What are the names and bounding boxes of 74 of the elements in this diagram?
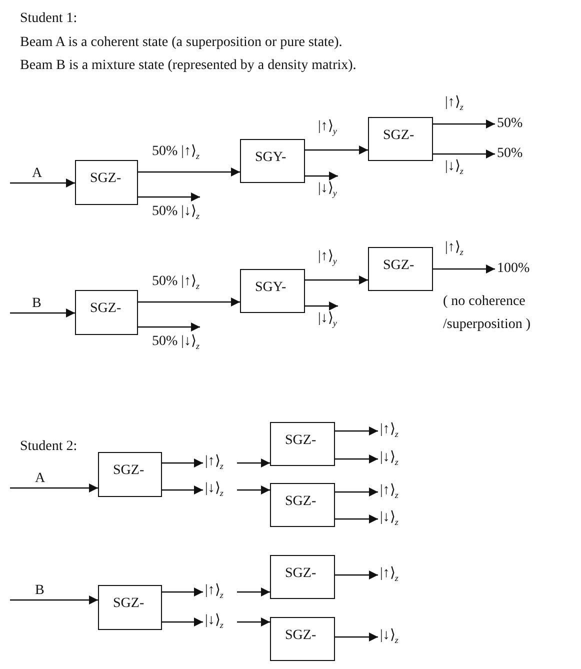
- state-label: |↑⟩$_{z}$: [380, 420, 398, 444]
- arrow: [433, 264, 495, 274]
- note: ( no coherence /superposition ): [443, 293, 532, 334]
- arrow: [335, 514, 378, 524]
- edge-label: 50% |↓⟩$_{z}$: [152, 333, 200, 353]
- state-label: 50%: [497, 144, 523, 164]
- arrow: [305, 172, 338, 180]
- state-label: |↓⟩$_{z}$: [205, 611, 224, 635]
- process-box: SGZ-: [270, 422, 335, 466]
- edge-label: |↑⟩$_{z}$: [445, 94, 464, 114]
- process-box: SGZ-: [98, 452, 162, 497]
- process-box: SGZ-: [270, 483, 335, 527]
- arrow: [335, 570, 378, 580]
- arrow: [433, 120, 495, 128]
- state-label: |↓⟩$_{z}$: [205, 479, 224, 503]
- arrow: [305, 146, 368, 154]
- process-box: SGZ-: [98, 585, 162, 630]
- edge-label: 50% |↑⟩$_{z}$: [152, 143, 200, 163]
- edge-label: B: [32, 295, 42, 313]
- arrow: [237, 458, 270, 468]
- edge-label: |↑⟩$_{y}$: [318, 118, 337, 138]
- state-label: 100%: [497, 259, 530, 279]
- arrow: [237, 618, 270, 626]
- arrow: [305, 276, 368, 284]
- process-box: SGZ-: [270, 555, 335, 599]
- arrow: [237, 588, 270, 596]
- state-label: |↓⟩$_{z}$: [380, 448, 398, 472]
- process-box: SGZ-: [75, 290, 138, 335]
- state-label: 50%: [497, 114, 523, 134]
- text-line: Beam A is a coherent state (a superposition or pure state).: [20, 34, 342, 52]
- arrow: [10, 484, 98, 492]
- process-box: SGZ-: [368, 117, 433, 161]
- text-line: Student 2:: [20, 438, 78, 456]
- arrow: [305, 302, 338, 310]
- text-line: Student 1:: [20, 10, 78, 28]
- edge-label: B: [35, 582, 44, 600]
- arrow: [138, 298, 240, 306]
- arrow: [162, 618, 203, 626]
- state-label: |↑⟩$_{z}$: [380, 481, 398, 505]
- text-line: Beam B is a mixture state (represented by a density matrix).: [20, 57, 356, 75]
- process-box: SGY-: [240, 269, 305, 313]
- process-box: SGY-: [240, 139, 305, 183]
- edge-label: A: [32, 165, 42, 183]
- arrow: [335, 426, 378, 436]
- arrow: [10, 178, 75, 188]
- state-label: |↑⟩$_{z}$: [380, 564, 398, 588]
- arrow: [335, 454, 378, 464]
- edge-label: |↑⟩$_{z}$: [445, 239, 464, 259]
- state-label: |↓⟩$_{z}$: [380, 626, 398, 650]
- arrow: [162, 458, 203, 468]
- process-box: SGZ-: [270, 617, 335, 661]
- arrow: [138, 322, 200, 332]
- arrow: [138, 168, 240, 176]
- arrow: [433, 150, 495, 158]
- arrow: [335, 488, 378, 496]
- arrow: [138, 192, 200, 202]
- process-box: SGZ-: [75, 160, 138, 205]
- edge-label: |↑⟩$_{y}$: [318, 248, 337, 268]
- state-label: |↑⟩$_{z}$: [205, 581, 224, 605]
- arrow: [237, 486, 270, 494]
- arrow: [10, 596, 98, 604]
- state-label: |↓⟩$_{z}$: [380, 508, 398, 532]
- arrow: [335, 632, 378, 642]
- arrow: [10, 308, 75, 318]
- arrow: [162, 588, 203, 596]
- edge-label: |↓⟩$_{y}$: [318, 180, 337, 200]
- edge-label: A: [35, 470, 46, 488]
- process-box: SGZ-: [368, 247, 433, 291]
- edge-label: |↓⟩$_{z}$: [445, 158, 464, 178]
- arrow: [162, 486, 203, 494]
- edge-label: 50% |↑⟩$_{z}$: [152, 273, 200, 293]
- edge-label: 50% |↓⟩$_{z}$: [152, 203, 200, 223]
- state-label: |↑⟩$_{z}$: [205, 452, 224, 476]
- edge-label: |↓⟩$_{y}$: [318, 310, 337, 330]
